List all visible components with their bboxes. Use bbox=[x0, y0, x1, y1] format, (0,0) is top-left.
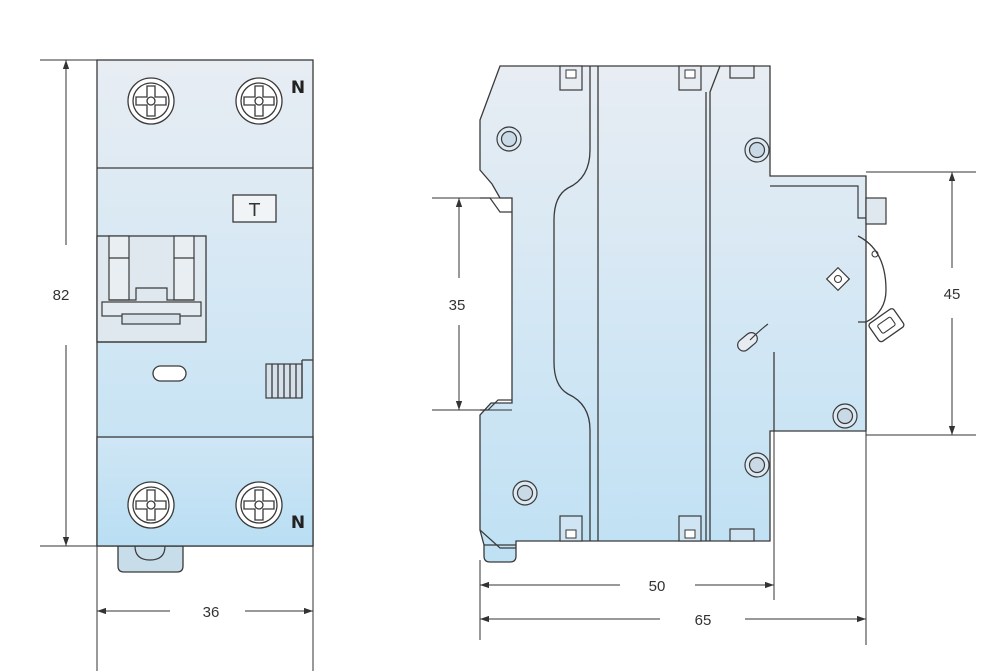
dimension-total-depth: 65 bbox=[695, 612, 712, 629]
side-lever[interactable] bbox=[865, 197, 887, 225]
rivet-icon bbox=[744, 452, 770, 478]
side-body bbox=[479, 65, 867, 563]
test-button[interactable] bbox=[232, 194, 277, 223]
side-slider bbox=[265, 363, 303, 399]
dimension-width-front: 36 bbox=[203, 604, 220, 621]
dimension-body-depth: 50 bbox=[649, 578, 666, 595]
toggle-lever[interactable] bbox=[96, 235, 207, 343]
terminal-screw-icon bbox=[127, 481, 175, 529]
indicator-window bbox=[152, 365, 187, 382]
terminal-label-bottom: N bbox=[291, 513, 305, 533]
dimension-switch-height: 45 bbox=[944, 286, 961, 303]
terminal-screw-icon bbox=[235, 77, 283, 125]
front-view: N N T bbox=[40, 59, 314, 671]
terminal-screw-icon bbox=[235, 481, 283, 529]
din-clip bbox=[117, 545, 184, 573]
dimension-height-front: 82 bbox=[53, 287, 70, 304]
rivet-icon bbox=[512, 480, 538, 506]
test-button-label: T bbox=[248, 200, 261, 221]
rivet-icon bbox=[832, 403, 858, 429]
dimension-rail-height: 35 bbox=[449, 297, 466, 314]
terminal-label-top: N bbox=[291, 78, 305, 98]
rivet-icon bbox=[496, 126, 522, 152]
terminal-screw-icon bbox=[127, 77, 175, 125]
rivet-icon bbox=[744, 137, 770, 163]
side-view: 35 45 50 65 bbox=[432, 65, 976, 645]
